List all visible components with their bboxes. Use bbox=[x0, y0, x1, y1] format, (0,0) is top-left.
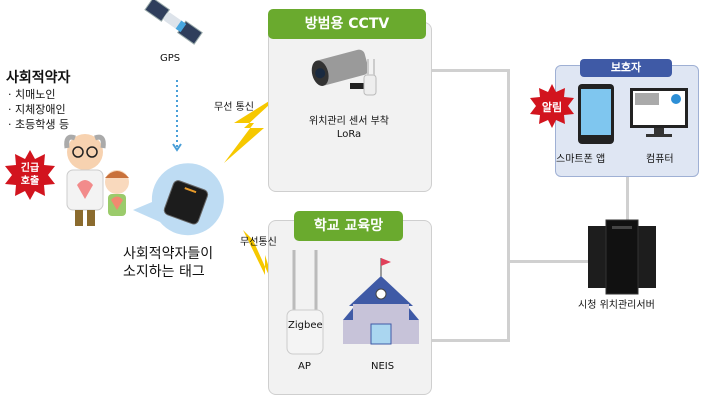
connector-school bbox=[430, 339, 509, 342]
cctv-sensor-label: 위치관리 센서 부착 LoRa bbox=[268, 115, 430, 141]
neis-label: NEIS bbox=[371, 361, 395, 372]
alert-badge: 알림 bbox=[541, 101, 563, 114]
emergency-burst-icon bbox=[5, 150, 55, 200]
connector-trunk bbox=[507, 69, 510, 342]
vulnerable-title: 사회적약자 bbox=[6, 70, 71, 86]
elderly-and-child-illustration bbox=[64, 134, 129, 226]
server-label: 시청 위치관리서버 bbox=[578, 300, 655, 311]
vulnerable-item: · 지체장애인 bbox=[8, 103, 66, 116]
cctv-title: 방범용 CCTV bbox=[268, 9, 426, 39]
cctv-line2: LoRa bbox=[336, 129, 362, 140]
connector-guardian bbox=[626, 175, 629, 225]
zigbee-ap-icon bbox=[286, 250, 324, 355]
school-title: 학교 교육망 bbox=[294, 211, 403, 241]
smartphone-app-label: 스마트폰 앱 bbox=[556, 154, 606, 165]
tag-line2: 소지하는 태그 bbox=[123, 264, 205, 280]
cctv-camera-icon bbox=[311, 49, 377, 96]
cctv-panel bbox=[268, 22, 432, 192]
school-building-icon bbox=[343, 258, 419, 345]
wireless-label-bottom: 무선통신 bbox=[240, 237, 277, 248]
connector-server bbox=[507, 260, 597, 263]
gps-label: GPS bbox=[160, 53, 181, 64]
ap-label: AP bbox=[298, 361, 311, 372]
alert-burst-icon bbox=[530, 84, 574, 128]
tag-line1: 사회적약자들이 bbox=[123, 246, 214, 262]
connector-cctv bbox=[430, 69, 509, 72]
tag-caption: 사회적약자들이 소지하는 태그 bbox=[123, 245, 213, 281]
lightning-bolt-icon bbox=[243, 230, 281, 305]
emergency-line2: 호출 bbox=[20, 176, 40, 187]
wireless-label-top: 무선 통신 bbox=[214, 102, 254, 113]
emergency-call-badge: 긴급 호출 bbox=[5, 162, 55, 188]
emergency-line1: 긴급 bbox=[20, 163, 40, 174]
computer-label: 컴퓨터 bbox=[646, 154, 674, 165]
guardian-title: 보호자 bbox=[580, 59, 672, 77]
tag-bubble bbox=[133, 163, 224, 236]
smartphone-icon bbox=[578, 84, 614, 144]
zigbee-label: Zigbee bbox=[288, 320, 323, 331]
server-icon bbox=[588, 219, 656, 295]
vulnerable-item: · 치매노인 bbox=[8, 88, 56, 101]
satellite-icon bbox=[144, 0, 203, 45]
cctv-line1: 위치관리 센서 부착 bbox=[309, 116, 389, 127]
vulnerable-item: · 초등학생 등 bbox=[8, 118, 70, 131]
lightning-bolt-icon bbox=[224, 93, 282, 163]
computer-monitor-icon bbox=[630, 88, 688, 137]
gps-signal-arrow bbox=[172, 80, 182, 152]
